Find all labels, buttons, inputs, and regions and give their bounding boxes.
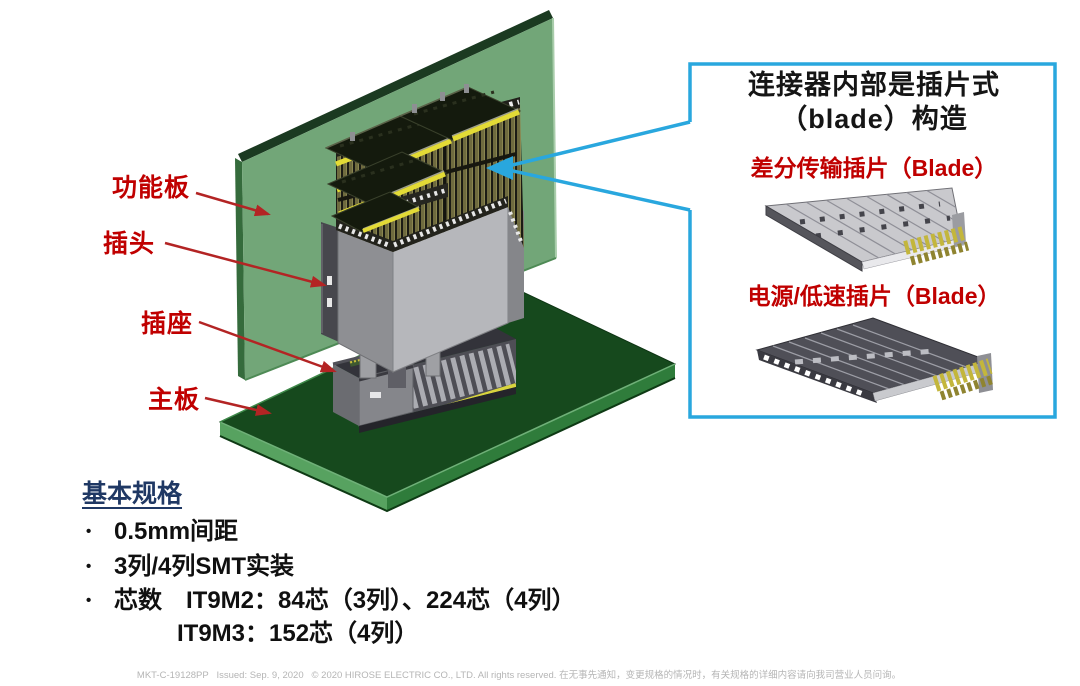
- callout-box-graphic: [486, 62, 1057, 419]
- spec-bullet-1: •0.5mm间距: [86, 518, 239, 545]
- spec-bullet-3-cont: IT9M3：152芯（4列）: [177, 620, 419, 647]
- blade-stack-graphic: [324, 84, 524, 252]
- label-plug: 插头: [103, 230, 156, 258]
- callout-title-line1: 连接器内部是插片式: [748, 70, 1000, 100]
- footer-note: MKT-C-19128PP Issued: Sep. 9, 2020 © 202…: [136, 670, 902, 681]
- annotation-arrows: [164, 191, 337, 416]
- specs-heading: 基本规格: [82, 480, 183, 508]
- pcb-cards-graphic: [324, 84, 522, 233]
- callout-title: 连接器内部是插片式 （blade）构造: [691, 68, 1057, 136]
- blade-diff-heading: 差分传输插片（Blade）: [750, 155, 998, 181]
- label-main-board: 主板: [148, 386, 201, 414]
- spec-bullet-3: •芯数 IT9M2：84芯（3列）、224芯（4列）: [86, 587, 576, 614]
- blade-power-image: [755, 317, 996, 403]
- plug-graphic: [321, 204, 524, 373]
- callout-title-line2: （blade）构造: [780, 104, 968, 134]
- spec-bullet-2: •3列/4列SMT实装: [86, 553, 295, 580]
- label-function-board: 功能板: [112, 174, 191, 202]
- label-socket: 插座: [141, 310, 194, 338]
- blade-diff-image: [764, 187, 970, 272]
- blade-power-heading: 电源/低速插片（Blade）: [747, 283, 1001, 309]
